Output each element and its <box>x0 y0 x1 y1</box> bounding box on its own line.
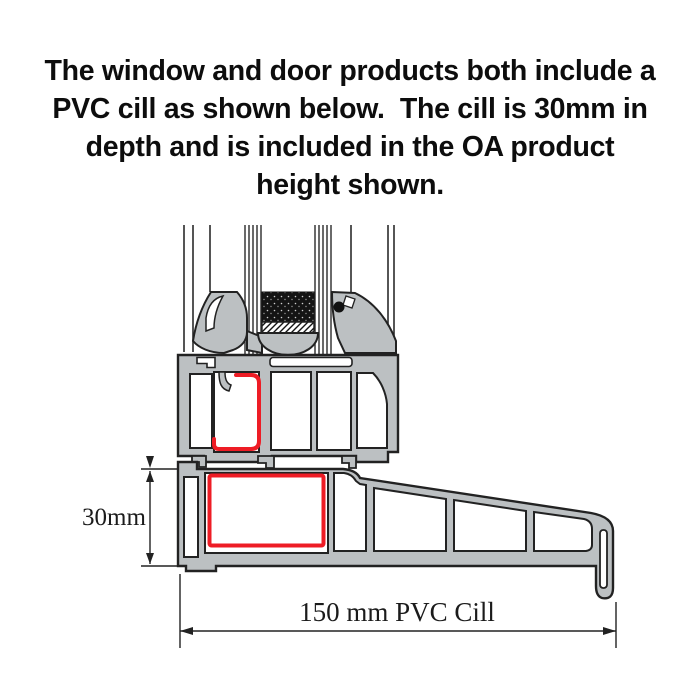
dimension-depth-30mm: 30mm <box>82 456 178 567</box>
heading-line-2: PVC cill as shown below. The cill is 30m… <box>52 93 648 125</box>
cill-slope-chamber-1 <box>373 486 447 552</box>
cill-main-chamber <box>204 472 329 554</box>
frame-hook-mid <box>257 455 275 469</box>
glazing-spacer-bar <box>261 291 315 323</box>
sash-left-bead-inner <box>205 294 225 333</box>
frame-chamber-5 <box>356 372 388 449</box>
heading-text: The window and door products both includ… <box>0 52 700 204</box>
cill-profile <box>176 460 615 600</box>
sash-profile <box>191 290 397 357</box>
width-arrow-left <box>180 627 193 635</box>
heading-line-1: The window and door products both includ… <box>44 55 656 87</box>
frame-chamber-2-curl <box>218 371 232 392</box>
frame-profile <box>176 353 400 469</box>
frame-chamber-4 <box>316 371 352 451</box>
depth-label: 30mm <box>82 504 146 531</box>
sash-left-bead <box>191 291 248 355</box>
cill-drip-leg-channel <box>599 529 608 589</box>
cill-step-chamber <box>333 472 367 552</box>
frame-hook-right <box>341 455 357 469</box>
cill-upstand-chamber <box>183 476 199 558</box>
frame-chamber-3 <box>270 371 312 451</box>
heading-line-3: depth and is included in the OA product <box>85 131 615 163</box>
frame-chamber-1 <box>189 373 213 449</box>
sash-right-notch <box>342 295 356 309</box>
sash-screw-dot <box>333 301 345 313</box>
heading-line-4: height shown. <box>256 169 444 201</box>
frame-reinforcement-highlight <box>212 373 261 451</box>
sash-right-bead <box>330 290 397 354</box>
depth-arrow-down <box>146 553 154 564</box>
depth-arrow-outer-down <box>146 456 154 468</box>
dimension-width-150mm: 150 mm PVC Cill <box>179 574 617 648</box>
cill-slope-chamber-3 <box>533 510 593 552</box>
frame-top-slot <box>269 356 353 368</box>
cill-reinforcement-highlight <box>207 473 326 548</box>
frame-top-hook-slot <box>196 356 216 369</box>
width-label: 150 mm PVC Cill <box>299 597 495 627</box>
width-arrow-right <box>603 627 616 635</box>
cill-slope-chamber-2 <box>453 498 527 552</box>
sash-bottom-band <box>256 332 320 357</box>
